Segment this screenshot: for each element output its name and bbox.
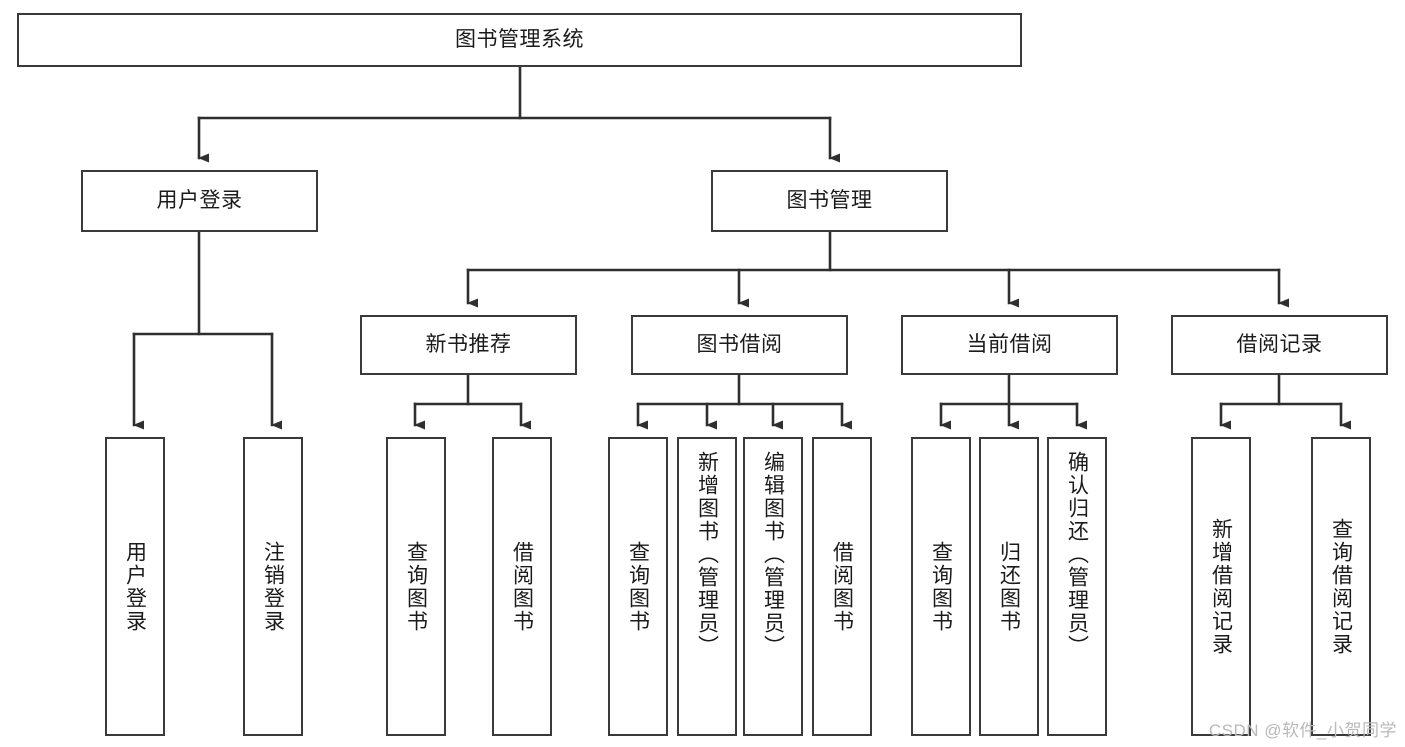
node-borrow-record[interactable]: 借阅记录 — [1171, 315, 1388, 375]
node-leaf-query-book-1-label: 查询图书 — [404, 540, 428, 633]
node-new-book-rec-label: 新书推荐 — [425, 333, 512, 357]
node-leaf-logout-label: 注销登录 — [261, 540, 285, 633]
node-leaf-borrow-book-2-label: 借阅图书 — [830, 540, 854, 633]
node-leaf-query-record[interactable]: 查询借阅记录 — [1311, 437, 1371, 736]
node-leaf-user-login-label: 用户登录 — [123, 540, 147, 633]
node-leaf-query-book-1[interactable]: 查询图书 — [386, 437, 446, 736]
node-book-manage-label: 图书管理 — [786, 189, 873, 213]
node-new-book-rec[interactable]: 新书推荐 — [360, 315, 577, 375]
node-leaf-add-book[interactable]: 新增图书（管理员） — [677, 437, 737, 736]
node-leaf-add-book-label: 新增图书（管理员） — [695, 451, 719, 658]
node-book-borrow[interactable]: 图书借阅 — [631, 315, 848, 375]
node-leaf-confirm-return-label: 确认归还（管理员） — [1065, 451, 1089, 658]
node-borrow-record-label: 借阅记录 — [1236, 333, 1323, 357]
node-leaf-edit-book-label: 编辑图书（管理员） — [761, 451, 785, 658]
watermark-text: CSDN @软件_小贺同学 — [1208, 721, 1397, 740]
node-leaf-borrow-book-1[interactable]: 借阅图书 — [492, 437, 552, 736]
node-leaf-return-book-label: 归还图书 — [997, 540, 1021, 633]
node-leaf-borrow-book-1-label: 借阅图书 — [510, 540, 534, 633]
node-leaf-add-record[interactable]: 新增借阅记录 — [1191, 437, 1251, 736]
node-user-login-label: 用户登录 — [156, 189, 243, 213]
node-leaf-borrow-book-2[interactable]: 借阅图书 — [812, 437, 872, 736]
node-leaf-query-book-3[interactable]: 查询图书 — [911, 437, 971, 736]
node-leaf-edit-book[interactable]: 编辑图书（管理员） — [743, 437, 803, 736]
node-leaf-query-book-3-label: 查询图书 — [929, 540, 953, 633]
node-leaf-query-record-label: 查询借阅记录 — [1329, 517, 1353, 656]
node-current-borrow-label: 当前借阅 — [966, 333, 1053, 357]
node-root-label: 图书管理系统 — [455, 28, 584, 52]
node-leaf-confirm-return[interactable]: 确认归还（管理员） — [1047, 437, 1107, 736]
node-book-borrow-label: 图书借阅 — [696, 333, 783, 357]
node-current-borrow[interactable]: 当前借阅 — [901, 315, 1118, 375]
node-leaf-query-book-2[interactable]: 查询图书 — [608, 437, 668, 736]
node-root[interactable]: 图书管理系统 — [17, 13, 1022, 67]
node-leaf-query-book-2-label: 查询图书 — [626, 540, 650, 633]
node-leaf-user-login[interactable]: 用户登录 — [105, 437, 165, 736]
node-book-manage[interactable]: 图书管理 — [711, 170, 948, 232]
node-leaf-return-book[interactable]: 归还图书 — [979, 437, 1039, 736]
node-user-login[interactable]: 用户登录 — [81, 170, 318, 232]
node-leaf-logout[interactable]: 注销登录 — [243, 437, 303, 736]
node-leaf-add-record-label: 新增借阅记录 — [1209, 517, 1233, 656]
